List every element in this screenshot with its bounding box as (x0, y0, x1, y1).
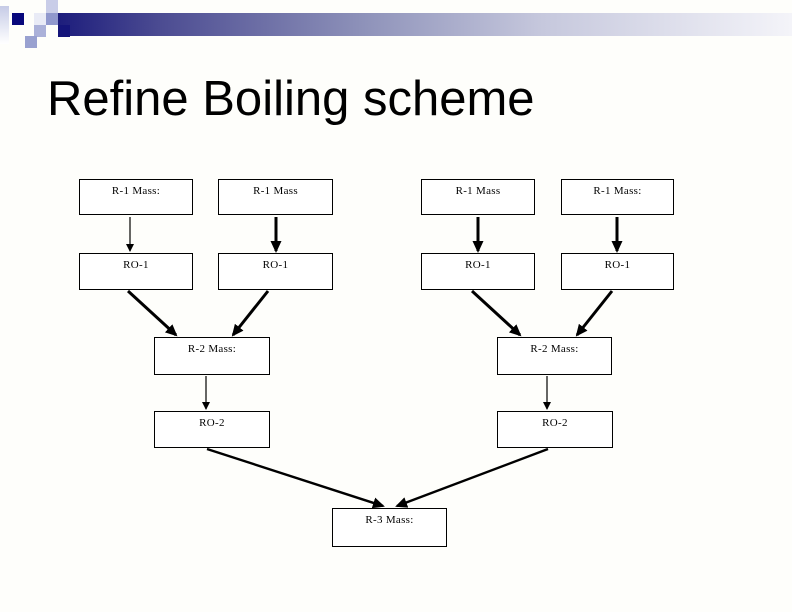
slide-title: Refine Boiling scheme (47, 72, 535, 126)
diagram-box-label: R-3 Mass: (365, 514, 414, 526)
bar-notch (58, 25, 70, 37)
square-lower (34, 25, 46, 37)
square-light (34, 13, 46, 25)
diagram-box-label: R-1 Mass (253, 185, 298, 197)
header-gradient-bar (58, 13, 792, 36)
diagram-box-ro-1-4: RO-1 (561, 253, 674, 290)
arrow-ro2-left-to-r3 (206, 447, 385, 509)
diagram-box-label: RO-1 (262, 259, 289, 271)
diagram-box-ro-2-right: RO-2 (497, 411, 613, 448)
arrow-ro1-1-to-r2-left (126, 289, 178, 337)
diagram-box-r2-mass-right: R-2 Mass: (497, 337, 612, 375)
diagram-box-label: R-1 Mass (455, 185, 501, 197)
diagram-box-r1-mass-1: R-1 Mass: (79, 179, 193, 215)
diagram-box-label: R-1 Mass: (593, 185, 642, 197)
header-gradient-strip (0, 6, 9, 44)
diagram-box-r1-mass-2: R-1 Mass (218, 179, 333, 215)
diagram-box-r3-mass: R-3 Mass: (332, 508, 447, 547)
diagram-box-ro-1-1: RO-1 (79, 253, 193, 290)
square-mid (46, 13, 58, 25)
diagram-box-label: R-2 Mass: (187, 343, 237, 355)
diagram-box-label: RO-2 (199, 417, 225, 429)
navy-square (12, 13, 24, 25)
diagram-box-label: RO-1 (123, 259, 149, 271)
diagram-box-r1-mass-4: R-1 Mass: (561, 179, 674, 215)
arrow-ro1-3-to-r2-right (470, 289, 522, 337)
diagram-box-label: RO-1 (465, 259, 491, 271)
arrow-ro1-4-to-r2-right (575, 290, 614, 337)
arrow-ro1-2-to-r2-left (231, 290, 270, 337)
diagram-box-label: R-1 Mass: (111, 185, 161, 197)
diagram-box-ro-2-left: RO-2 (154, 411, 270, 448)
diagram-box-label: RO-2 (542, 417, 568, 429)
square-top (46, 0, 58, 13)
arrow-ro2-right-to-r3 (395, 447, 549, 508)
diagram-box-ro-1-3: RO-1 (421, 253, 535, 290)
diagram-box-r1-mass-3: R-1 Mass (421, 179, 535, 215)
diagram-box-label: RO-1 (604, 259, 631, 271)
square-bottom (25, 36, 37, 48)
diagram-box-r2-mass-left: R-2 Mass: (154, 337, 270, 375)
diagram-box-ro-1-2: RO-1 (218, 253, 333, 290)
diagram-box-label: R-2 Mass: (530, 343, 579, 355)
